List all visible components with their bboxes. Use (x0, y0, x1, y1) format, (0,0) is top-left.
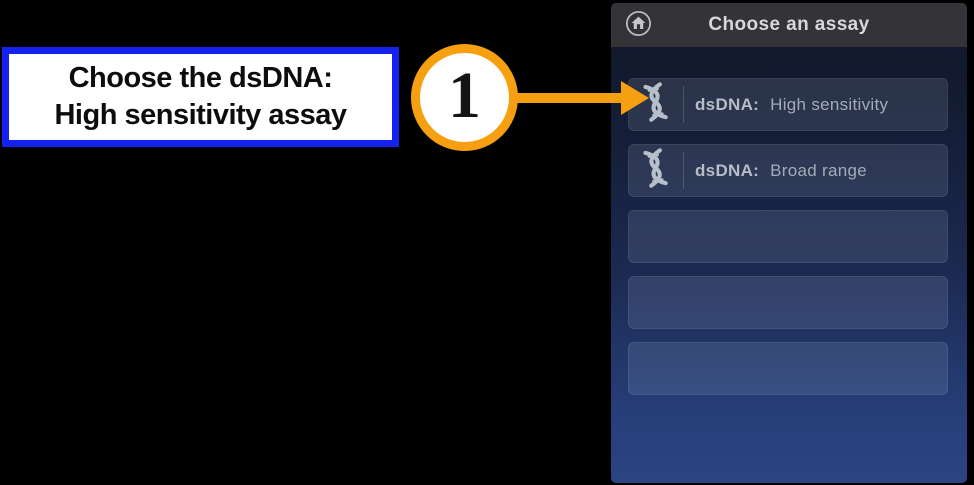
callout-text-line1: Choose the dsDNA: (68, 62, 333, 94)
assay-label-prefix: dsDNA: (695, 94, 760, 114)
home-icon (625, 10, 652, 42)
step-number: 1 (448, 58, 481, 132)
device-screen: Choose an assay dsDNA:High (611, 3, 967, 483)
assay-button-empty[interactable] (628, 276, 948, 329)
assay-label-prefix: dsDNA: (695, 160, 760, 180)
assay-label-name: High sensitivity (770, 94, 889, 114)
screen-header: Choose an assay (611, 3, 967, 47)
assay-label-name: Broad range (770, 160, 868, 180)
assay-button-high-sensitivity[interactable]: dsDNA: High sensitivity (628, 78, 948, 131)
assay-button-empty[interactable] (628, 342, 948, 395)
button-divider (683, 152, 684, 189)
assay-button-broad-range[interactable]: dsDNA: Broad range (628, 144, 948, 197)
assay-list: dsDNA: High sensitivity (628, 78, 948, 408)
screen-title: Choose an assay (708, 14, 870, 35)
step-marker: 1 (411, 44, 518, 151)
home-button[interactable] (625, 10, 652, 42)
pointer-arrow-shaft (513, 93, 623, 103)
pointer-arrow-head-icon (621, 81, 649, 115)
dna-helix-icon (636, 146, 675, 196)
button-divider (683, 86, 684, 123)
instruction-callout: Choose the dsDNA: High sensitivity assay (2, 47, 399, 147)
callout-text-line2: High sensitivity assay (54, 99, 347, 131)
dna-helix-icon (636, 80, 675, 130)
assay-button-empty[interactable] (628, 210, 948, 263)
